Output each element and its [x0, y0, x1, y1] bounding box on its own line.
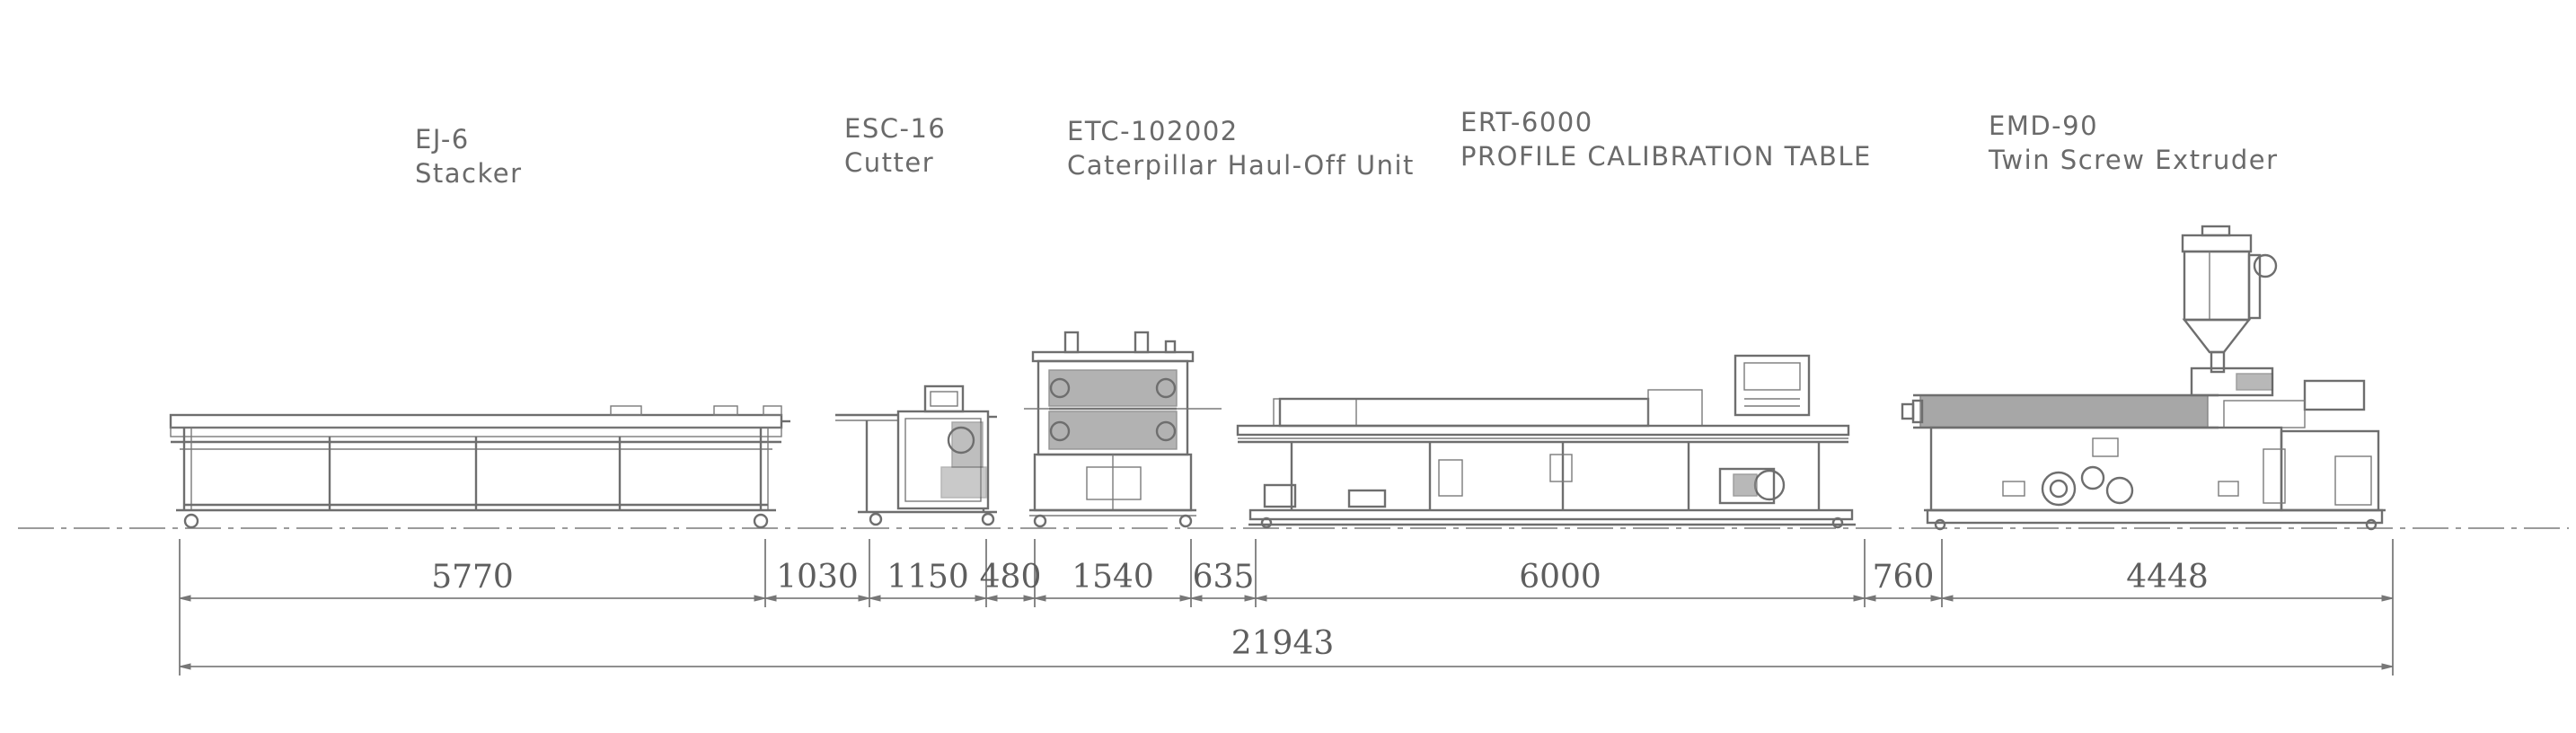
- dimension-arrow: [1941, 595, 1954, 602]
- dimension-arrow: [985, 595, 998, 602]
- extruder-model: EMD-90: [1989, 110, 2099, 141]
- dimension-arrow: [2381, 595, 2394, 602]
- haul-off-model: ETC-102002: [1067, 116, 1239, 146]
- cutter-name: Cutter: [844, 147, 935, 178]
- dimension-label-5: 1540: [1072, 559, 1154, 596]
- dimension-arrow: [1255, 595, 1267, 602]
- calibration-model: ERT-6000: [1460, 107, 1593, 137]
- dimension-arrow: [754, 595, 766, 602]
- dimension-arrow: [1930, 595, 1943, 602]
- extruder-name: Twin Screw Extruder: [1989, 145, 2279, 175]
- stacker-model: EJ-6: [415, 124, 470, 155]
- dimension-label-6: 635: [1193, 559, 1255, 596]
- dimension-total-label: 21943: [1231, 625, 1335, 662]
- dimension-label-3: 1150: [887, 559, 969, 596]
- calibration-drawing: [1236, 354, 1856, 529]
- extruder-label: EMD-90 Twin Screw Extruder: [1989, 109, 2279, 177]
- dimension-arrow: [179, 663, 191, 670]
- dimension-label-1: 5770: [431, 559, 514, 596]
- dimension-label-8: 760: [1873, 559, 1935, 596]
- dimension-arrow: [1864, 595, 1876, 602]
- dimension-arrow: [1034, 595, 1046, 602]
- stacker-label: EJ-6 Stacker: [415, 122, 523, 190]
- dimension-label-2: 1030: [776, 559, 859, 596]
- haul-off-drawing: [1024, 331, 1222, 528]
- cutter-model: ESC-16: [844, 113, 947, 144]
- dimension-label-9: 4448: [2126, 559, 2209, 596]
- dimension-arrow: [2381, 663, 2394, 670]
- dimension-arrow: [1023, 595, 1036, 602]
- dimension-arrow: [869, 595, 881, 602]
- dimension-lines: [179, 539, 2394, 676]
- dimension-arrow: [179, 595, 191, 602]
- extruder-drawing: [1901, 225, 2386, 531]
- calibration-name: PROFILE CALIBRATION TABLE: [1460, 141, 1872, 172]
- cutter-label: ESC-16 Cutter: [844, 111, 946, 180]
- haul-off-name: Caterpillar Haul-Off Unit: [1067, 150, 1415, 181]
- dimension-arrow: [1853, 595, 1866, 602]
- cutter-drawing: [835, 384, 997, 526]
- dimension-label-4: 480: [980, 559, 1042, 596]
- stacker-drawing: [169, 405, 790, 529]
- dimension-arrow: [1244, 595, 1257, 602]
- dimension-arrow: [1179, 595, 1192, 602]
- stacker-name: Stacker: [415, 158, 523, 189]
- haul-off-label: ETC-102002 Caterpillar Haul-Off Unit: [1067, 114, 1415, 182]
- dimension-arrow: [764, 595, 777, 602]
- dimension-arrow: [975, 595, 987, 602]
- calibration-label: ERT-6000 PROFILE CALIBRATION TABLE: [1460, 105, 1872, 173]
- dimension-arrow: [858, 595, 870, 602]
- dimension-arrow: [1190, 595, 1203, 602]
- dimension-label-7: 6000: [1519, 559, 1601, 596]
